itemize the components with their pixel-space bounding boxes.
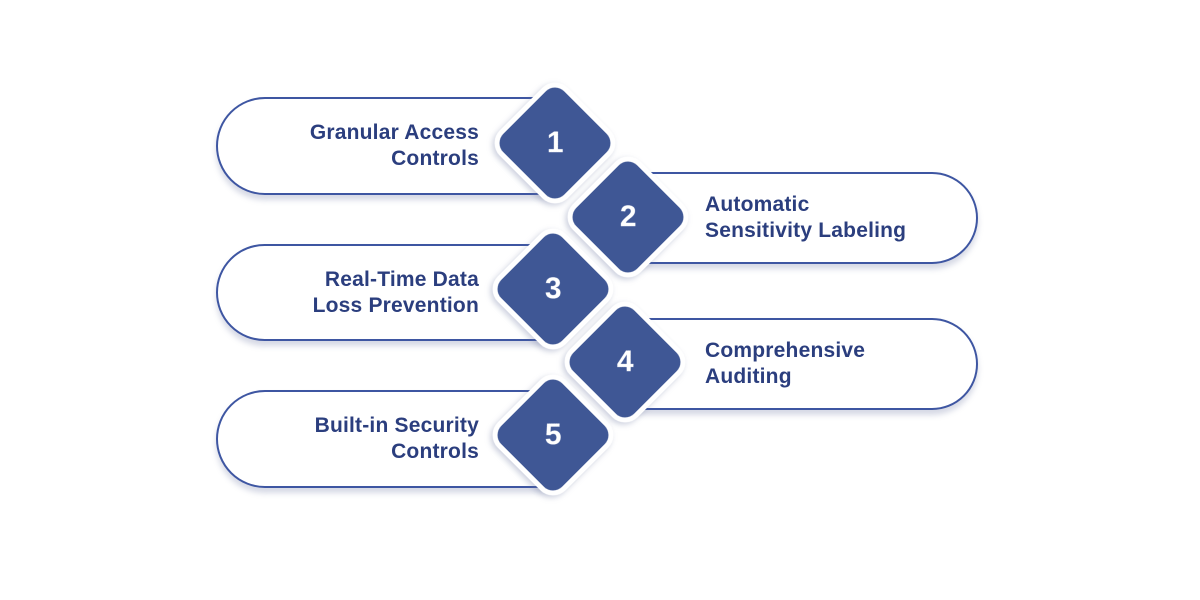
step-number-5: 5: [544, 418, 562, 451]
feature-label-3-line-2: Loss Prevention: [312, 293, 479, 317]
feature-label-5-line-1: Built-in Security: [314, 414, 479, 437]
step-number-1: 1: [546, 126, 564, 159]
feature-label-4-line-2: Auditing: [705, 365, 792, 388]
step-number-2: 2: [619, 200, 637, 233]
feature-label-5-line-2: Controls: [391, 440, 479, 463]
feature-label-1-line-1: Granular Access: [309, 121, 479, 144]
feature-label-1-line-2: Controls: [391, 147, 479, 170]
feature-label-1: Granular Access Controls: [310, 120, 479, 172]
feature-label-2-line-2: Sensitivity Labeling: [705, 219, 907, 242]
feature-label-4: Comprehensive Auditing: [705, 338, 865, 390]
feature-label-3-line-1: Real-Time Data: [324, 267, 479, 291]
step-number-3: 3: [544, 272, 562, 305]
feature-label-3: Real-Time Data Loss Prevention: [313, 267, 479, 319]
feature-label-2-line-1: Automatic: [705, 193, 810, 216]
feature-label-4-line-1: Comprehensive: [705, 339, 866, 362]
feature-label-5: Built-in Security Controls: [315, 413, 479, 465]
step-number-4: 4: [616, 345, 634, 378]
feature-label-2: Automatic Sensitivity Labeling: [705, 192, 906, 244]
